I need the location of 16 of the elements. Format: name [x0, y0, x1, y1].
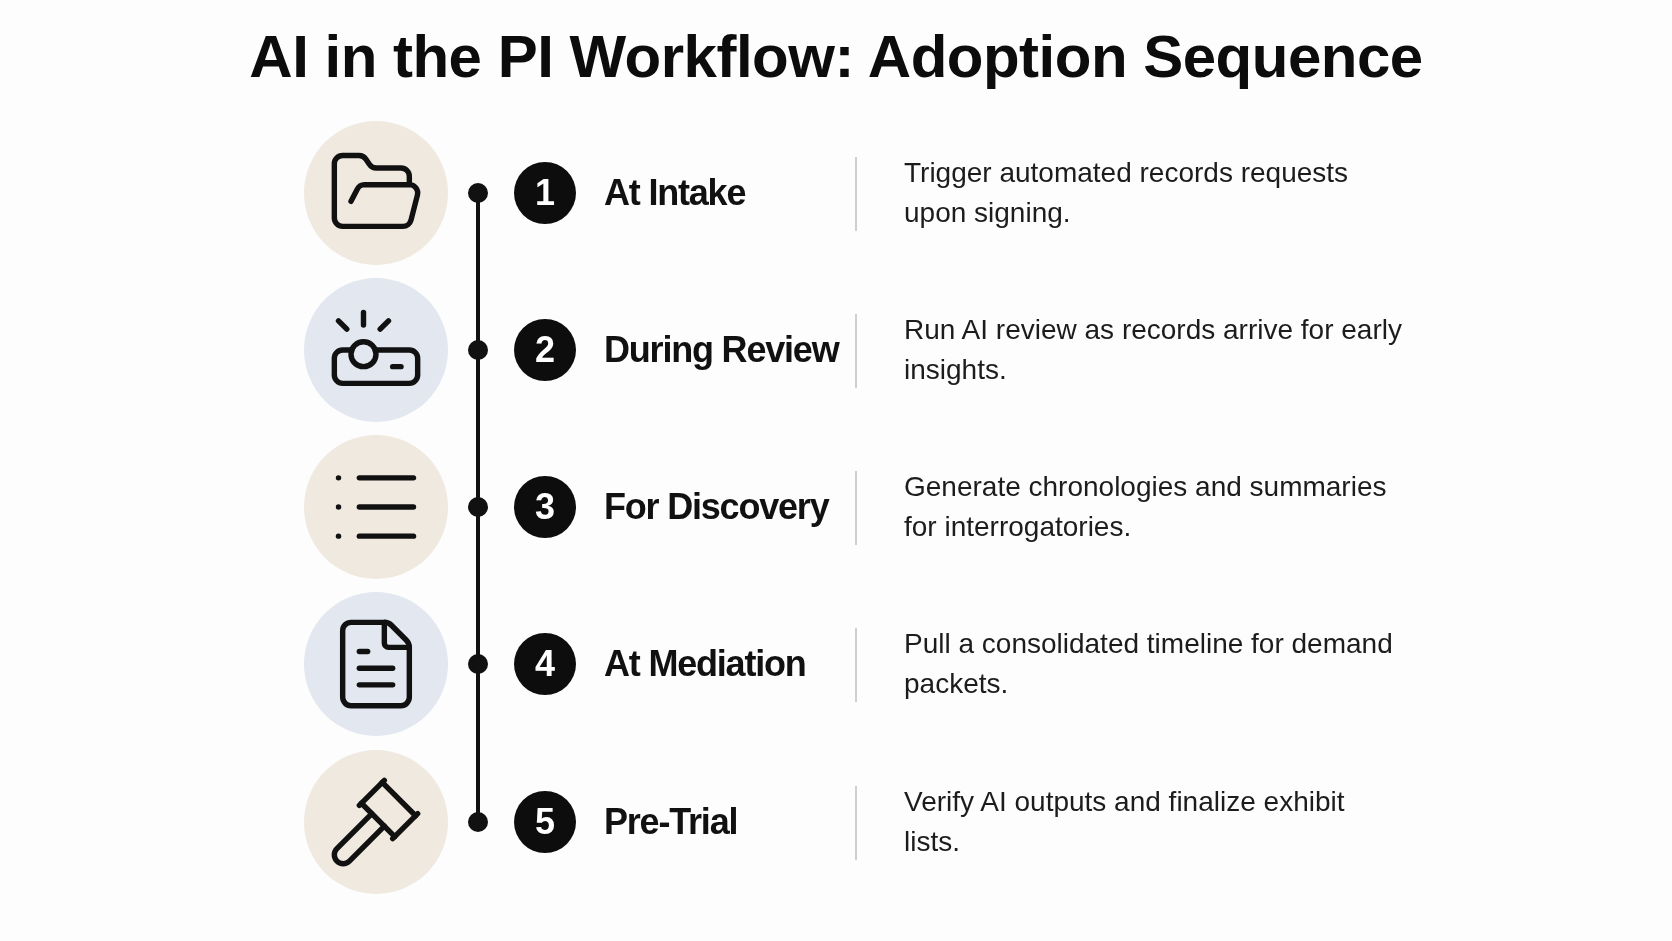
- step-number: 5: [514, 791, 576, 853]
- title: AI in the PI Workflow: Adoption Sequence: [249, 22, 1423, 91]
- step-heading: For Discovery: [604, 486, 829, 528]
- step-number: 4: [514, 633, 576, 695]
- step-heading: At Mediation: [604, 643, 806, 685]
- step-description: Run AI review as records arrive for early insights.: [904, 313, 1403, 387]
- step-description: Generate chronologies and summaries for interrogatories.: [904, 470, 1388, 544]
- step-heading: During Review: [604, 329, 839, 371]
- step-heading: Pre-Trial: [604, 801, 738, 843]
- step-number: 1: [514, 162, 576, 224]
- step-description: Verify AI outputs and finalize exhibit lists.: [904, 785, 1346, 859]
- step-number: 2: [514, 319, 576, 381]
- step-description: Trigger automated records requests upon signing.: [904, 156, 1350, 230]
- step-description: Pull a consolidated timeline for demand packets.: [904, 627, 1394, 701]
- step-number: 3: [514, 476, 576, 538]
- step-heading: At Intake: [604, 172, 746, 214]
